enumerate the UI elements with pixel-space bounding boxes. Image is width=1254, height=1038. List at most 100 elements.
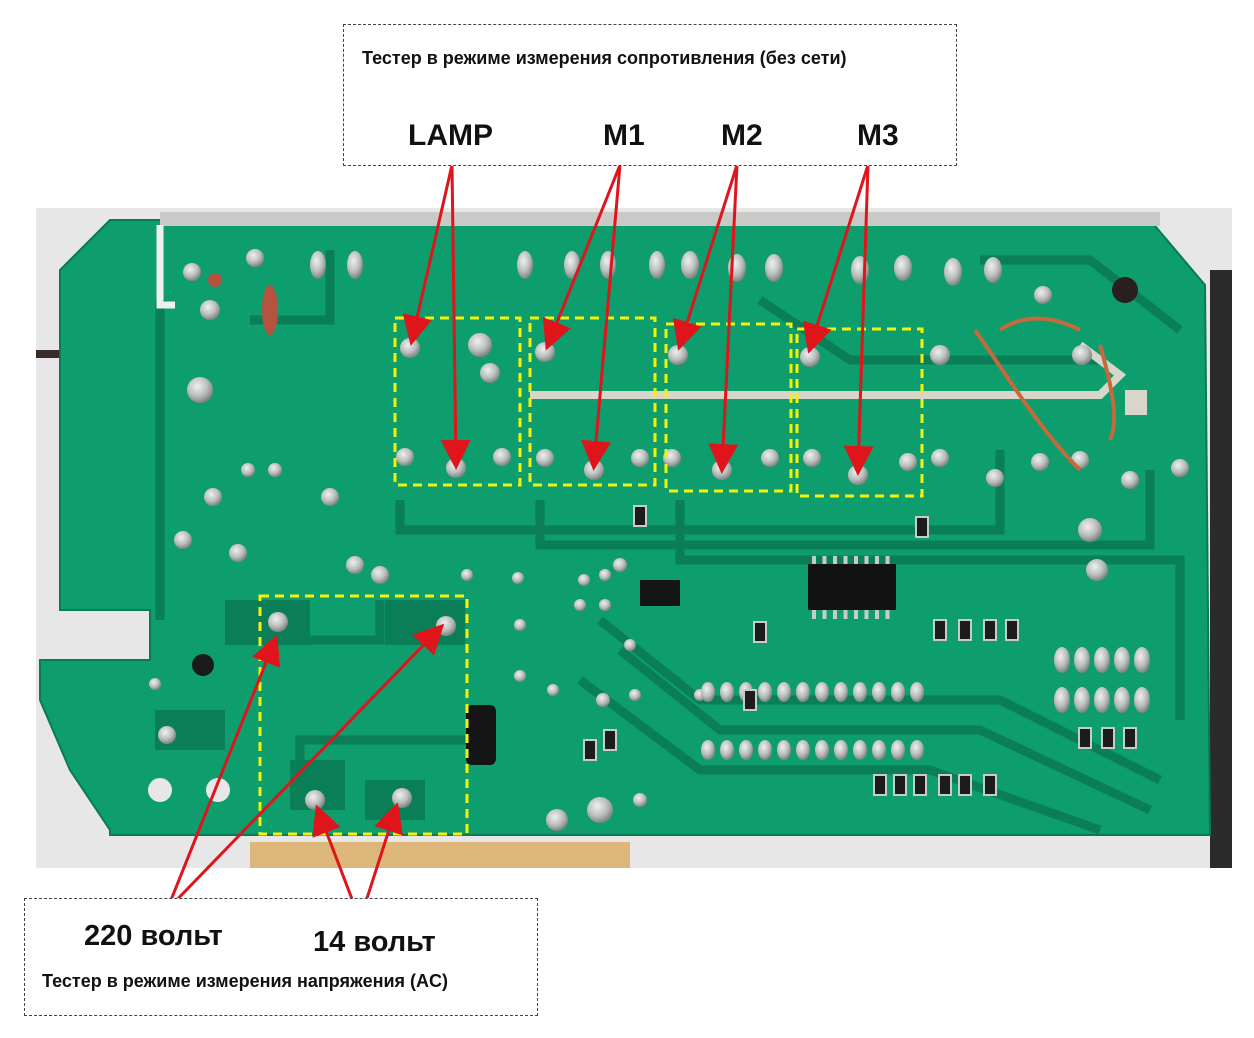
arrow-lamp-2 (440, 164, 471, 470)
solder-joint (613, 558, 627, 572)
smd-resistor (913, 774, 927, 796)
cable (36, 350, 66, 358)
smd-pad (834, 682, 848, 702)
smd-pad (1054, 687, 1070, 713)
solder-joint (305, 790, 325, 810)
solder-joint (321, 488, 339, 506)
solder-joint (436, 616, 456, 636)
pcb-top-edge (160, 212, 1160, 226)
capacitor-small (208, 273, 222, 287)
smd-resistor (938, 774, 952, 796)
solder-joint (346, 556, 364, 574)
solder-joint (461, 569, 473, 581)
smd-pad (720, 740, 734, 760)
solder-joint (371, 566, 389, 584)
mounting-hole (192, 654, 214, 676)
smd-pad (815, 740, 829, 760)
voltage-mode-caption: Тестер в режиме измерения напряжения (AC… (42, 971, 449, 991)
arrow-220-2 (165, 623, 445, 912)
smd-pad (1074, 687, 1090, 713)
smd-resistor (933, 619, 947, 641)
smd-resistor (958, 774, 972, 796)
solder-joint (480, 363, 500, 383)
solder-joint (599, 599, 611, 611)
solder-joint (200, 300, 220, 320)
smd-pad (1074, 647, 1090, 673)
solder-joint (624, 639, 636, 651)
smd-pad (891, 740, 905, 760)
smd-pad (777, 682, 791, 702)
smd-pad (834, 740, 848, 760)
solder-joint (899, 453, 917, 471)
silk-trace (156, 225, 175, 309)
solder-joint (149, 678, 161, 690)
smd-pad (777, 740, 791, 760)
solder-joint (535, 342, 555, 362)
smd-resistor (983, 619, 997, 641)
smd-resistor (753, 621, 767, 643)
label-m1: M1 (603, 119, 645, 152)
arrow-m3-2 (843, 164, 874, 476)
highlight-boxes (258, 316, 924, 836)
solder-joint (241, 463, 255, 477)
smd-pad (701, 740, 715, 760)
smd-resistor (603, 729, 617, 751)
copper-wire (973, 316, 1117, 472)
smd-pad (853, 682, 867, 702)
label-m3: M3 (857, 119, 899, 152)
box-m1 (528, 316, 657, 487)
ic-pins (812, 556, 890, 619)
solder-joint (392, 788, 412, 808)
pcb-edge (39, 219, 1212, 836)
smd-pad (1094, 687, 1110, 713)
smd-pad (720, 682, 734, 702)
solder-joint (984, 257, 1002, 283)
smd-pad (796, 740, 810, 760)
arrow-m2-1 (672, 164, 739, 351)
solder-joint (347, 251, 363, 279)
label-220-volt: 220 вольт (84, 920, 223, 952)
solder-joint (310, 251, 326, 279)
arrow-220-1 (165, 634, 281, 911)
solder-joint (204, 488, 222, 506)
solder-joint (514, 670, 526, 682)
arrow-m1-1 (542, 164, 622, 351)
voltage-mode-annotation (24, 898, 538, 1016)
solder-joint (803, 449, 821, 467)
solder-joint (187, 377, 213, 403)
solder-joint (1121, 471, 1139, 489)
smd-pad (758, 740, 772, 760)
solder-joint (229, 544, 247, 562)
smd-pad (701, 682, 715, 702)
solder-joint (1171, 459, 1189, 477)
arrow-m1-2 (581, 164, 622, 471)
solder-joint (599, 569, 611, 581)
solder-joint (174, 531, 192, 549)
solder-joint (517, 251, 533, 279)
solder-joint (800, 347, 820, 367)
smd-pad (1054, 647, 1070, 673)
smd-pad (872, 682, 886, 702)
smd-pad (1114, 647, 1130, 673)
smd-pad (853, 740, 867, 760)
arrow-m3-1 (802, 164, 870, 354)
smd-pad (1114, 687, 1130, 713)
transistor (640, 580, 680, 606)
solder-joint (633, 793, 647, 807)
smd-resistor (1123, 727, 1137, 749)
tape (250, 842, 630, 868)
solder-joint (468, 333, 492, 357)
solder-joint (158, 726, 176, 744)
solder-joint (986, 469, 1004, 487)
smd-resistor (1078, 727, 1092, 749)
solder-joint (493, 448, 511, 466)
smd-pad (815, 682, 829, 702)
smd-pad (872, 740, 886, 760)
capacitor (262, 285, 278, 335)
smd-pad (758, 682, 772, 702)
smd-pad (1134, 647, 1150, 673)
solder-joint (536, 449, 554, 467)
solder-joint (514, 619, 526, 631)
label-lamp: LAMP (408, 119, 493, 152)
